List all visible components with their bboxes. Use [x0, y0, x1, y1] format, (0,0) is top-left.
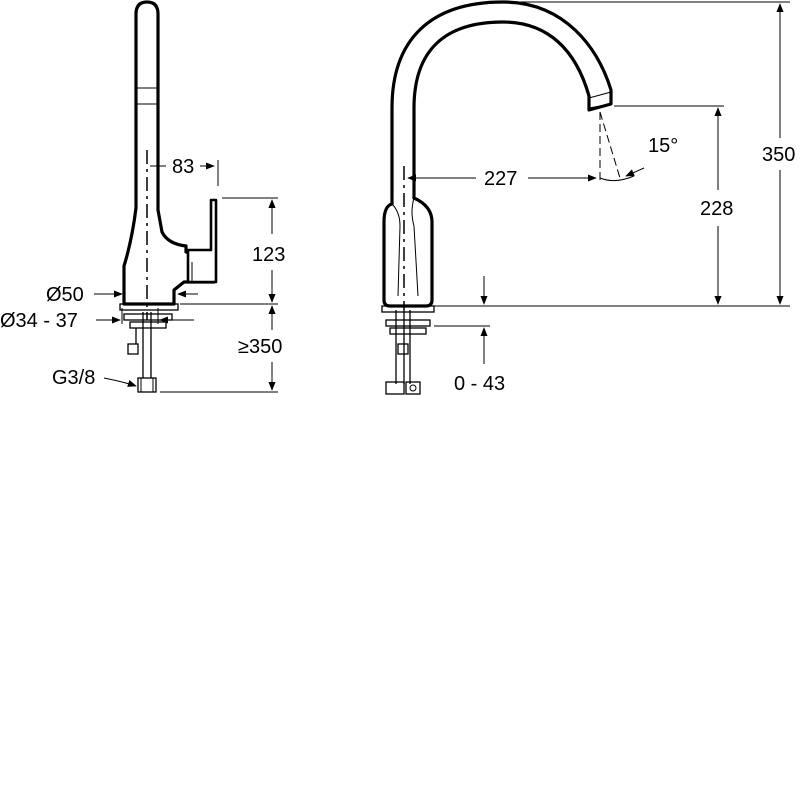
- dim-body-diameter: Ø50: [46, 284, 84, 306]
- dim-reach: 227: [484, 168, 517, 190]
- front-thread-nut-right: [405, 381, 421, 395]
- dim-outlet-height: 228: [700, 198, 733, 220]
- front-spout: [390, 0, 613, 206]
- dim-total-height: 350: [762, 144, 795, 166]
- dim-hole-diameter: Ø34 - 37: [0, 310, 78, 332]
- dim-spout-offset: 83: [172, 156, 194, 178]
- side-base-plate: [119, 303, 179, 311]
- side-spout: [134, 0, 160, 212]
- side-lever: [186, 198, 218, 284]
- front-base-plate: [381, 305, 435, 313]
- dim-lever-height: 123: [252, 244, 285, 266]
- front-view: 15° 227 228 350 0 - 43: [381, 0, 795, 395]
- side-view: 83 123 ≥350 Ø50 Ø34 - 37 G3/8: [0, 0, 285, 393]
- dim-angle: 15°: [648, 135, 678, 157]
- side-thread-nut: [137, 377, 157, 393]
- dim-thread: G3/8: [52, 367, 95, 389]
- dim-hose-length: ≥350: [238, 336, 282, 358]
- dim-deck-thickness: 0 - 43: [454, 373, 505, 395]
- side-valve-nut: [127, 343, 139, 355]
- front-thread-nut-left: [385, 381, 405, 395]
- front-body: [382, 196, 434, 308]
